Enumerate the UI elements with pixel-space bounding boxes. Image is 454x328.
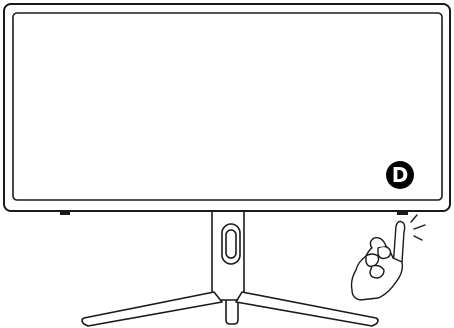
callout-badge: D bbox=[386, 161, 414, 189]
control-button bbox=[397, 211, 408, 215]
stand-neck bbox=[211, 211, 245, 325]
callout-badge-label: D bbox=[392, 163, 409, 187]
pointing-hand-icon bbox=[350, 220, 406, 301]
stand-base bbox=[81, 291, 379, 327]
monitor-front-view bbox=[3, 3, 451, 212]
left-bottom-bump bbox=[60, 211, 70, 215]
press-motion-lines bbox=[410, 214, 426, 241]
